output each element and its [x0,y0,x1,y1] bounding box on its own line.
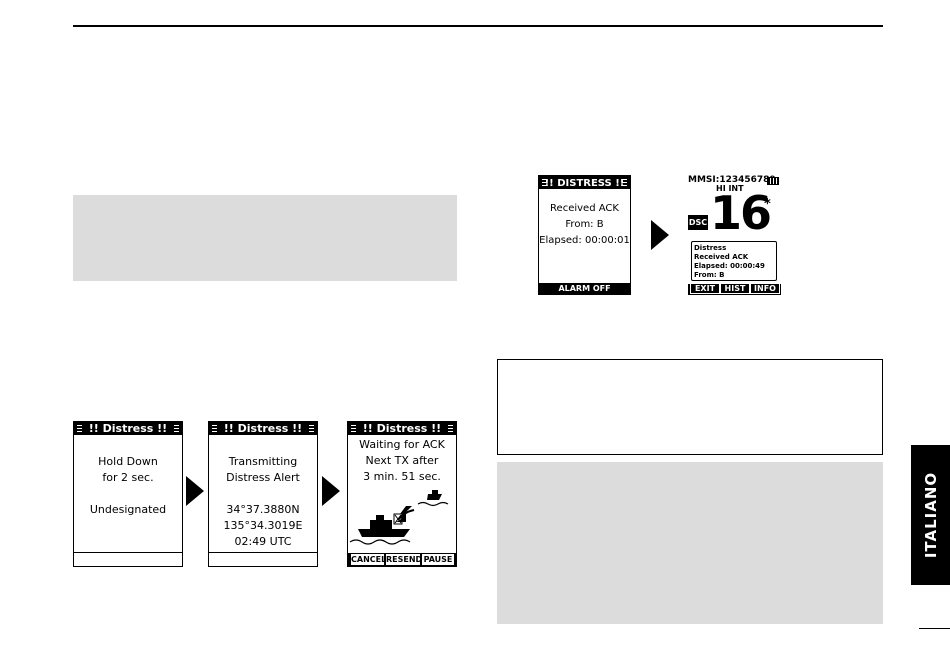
info-line: From: B [694,271,725,279]
info-line: Received ACK [694,253,749,261]
favorite-star: * [764,197,771,212]
screen-line: 02:49 UTC [234,535,292,548]
screen-title-bar: !! Distress !! [74,422,182,435]
language-label: ITALIANO [921,471,940,559]
screen-title: !! Distress !! [223,422,303,435]
mmsi-text: MMSI:123456789 [688,175,776,185]
distress-screen-hold: !! Distress !! Hold Down for 2 sec. Unde… [73,421,183,567]
screen-title-bar: !! DISTRESS !! [539,176,630,189]
note-box-right [497,462,883,624]
arrow-right-icon [651,220,669,250]
screen-line: 34°37.3880N [226,503,300,516]
screen-title: !! Distress !! [88,422,168,435]
alarm-off-softkey[interactable]: ALARM OFF [542,283,627,294]
menu-icon [174,425,179,432]
screen-line: Hold Down [98,455,158,468]
resend-softkey[interactable]: RESEND [386,554,423,565]
ships-ack-icon [349,490,449,545]
menu-icon [351,425,356,432]
screen-bottom-line [74,552,182,553]
screen-line: Elapsed: 00:00:01 [539,235,630,246]
screen-line: 3 min. 51 sec. [363,470,441,483]
screen-title-bar: !! Distress !! [348,422,456,435]
screen-bottom-line [209,552,317,553]
screen-line: Next TX after [365,454,439,467]
info-line: Elapsed: 00:00:49 [694,262,765,270]
screen-line: for 2 sec. [102,471,154,484]
note-box-outlined [497,359,883,455]
hist-softkey[interactable]: HIST [720,283,750,294]
screen-line: Received ACK [550,203,619,214]
screen-line: Distress Alert [226,471,300,484]
distress-screen-transmitting: !! Distress !! Transmitting Distress Ale… [208,421,318,567]
channel-number: 16 [710,186,772,240]
screen-title-bar: !! Distress !! [209,422,317,435]
menu-icon [448,425,453,432]
screen-line: Waiting for ACK [359,438,445,451]
battery-icon [767,177,779,185]
screen-line: 135°34.3019E [223,519,303,532]
status-text: HI INT [716,184,744,193]
distress-ack-screen: !! DISTRESS !! Received ACK From: B Elap… [538,175,631,295]
cancel-softkey[interactable]: CANCEL [351,554,387,565]
screen-title: !! Distress !! [362,422,442,435]
arrow-right-icon [186,476,204,506]
screen-line: From: B [565,219,604,230]
distress-screen-waiting: !! Distress !! Waiting for ACK Next TX a… [347,421,457,567]
footer-rule [919,628,950,629]
menu-icon [622,179,627,186]
menu-icon [77,425,82,432]
menu-icon [542,179,547,186]
arrow-right-icon [322,476,340,506]
exit-softkey[interactable]: EXIT [690,283,720,294]
header-rule [73,25,883,27]
menu-icon [309,425,314,432]
screen-line: Transmitting [228,455,298,468]
note-box-left [73,195,457,281]
info-panel [691,241,777,281]
dsc-badge: DSC [688,215,708,230]
screen-title: !! DISTRESS !! [544,178,625,189]
pause-softkey[interactable]: PAUSE [422,554,454,565]
language-tab: ITALIANO [911,445,950,585]
info-line: Distress [694,244,727,252]
info-softkey[interactable]: INFO [750,283,780,294]
channel-screen: MMSI:123456789 HI INT DSC 16 * Distress … [688,175,781,295]
screen-line: Undesignated [89,503,167,516]
menu-icon [212,425,217,432]
